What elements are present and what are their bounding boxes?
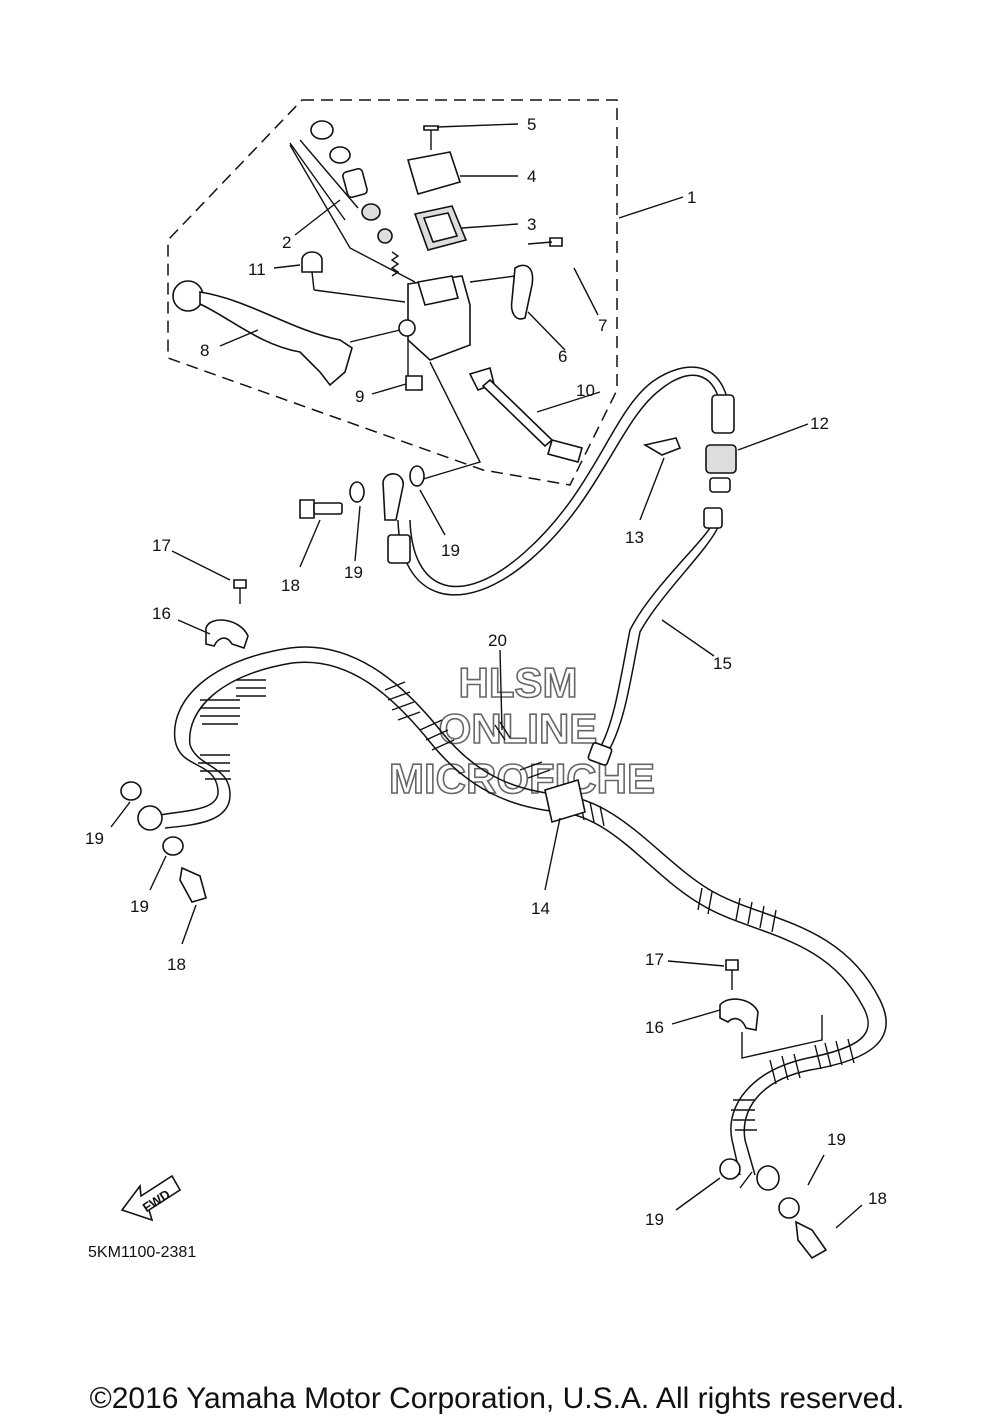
callout-11: 11: [248, 260, 266, 279]
callouts: 1 2 3 4 5 6 7 8 9 10 11 12 13 14 15 16 1…: [85, 115, 887, 1229]
callout-20: 20: [488, 631, 507, 650]
callout-2: 2: [282, 233, 291, 252]
callout-16a: 16: [152, 604, 171, 623]
svg-text:HLSM: HLSM: [459, 659, 578, 706]
callout-10: 10: [576, 381, 595, 400]
callout-1: 1: [687, 188, 696, 207]
callout-17b: 17: [645, 950, 664, 969]
callout-5: 5: [527, 115, 536, 134]
callout-4: 4: [527, 167, 536, 186]
callout-3: 3: [527, 215, 536, 234]
svg-text:MICROFICHE: MICROFICHE: [389, 755, 655, 802]
callout-19d: 19: [130, 897, 149, 916]
callout-14: 14: [531, 899, 550, 918]
brake-hoses: [137, 366, 887, 1191]
callout-19e: 19: [645, 1210, 664, 1229]
callout-15: 15: [713, 654, 732, 673]
watermark: HLSM ONLINE MICROFICHE: [388, 658, 656, 803]
copyright-notice: ©2016 Yamaha Motor Corporation, U.S.A. A…: [90, 1382, 905, 1415]
callout-19f: 19: [827, 1130, 846, 1149]
callout-18c: 18: [868, 1189, 887, 1208]
callout-19b: 19: [441, 541, 460, 560]
callout-13: 13: [625, 528, 644, 547]
callout-12: 12: [810, 414, 829, 433]
callout-19a: 19: [344, 563, 363, 582]
forward-arrow-icon: FWD: [120, 1174, 182, 1222]
assembly-boundary: [167, 99, 618, 486]
callout-18b: 18: [167, 955, 186, 974]
callout-6: 6: [558, 347, 567, 366]
callout-8: 8: [200, 341, 209, 360]
callout-18a: 18: [281, 576, 300, 595]
master-cylinder-group: [172, 120, 583, 481]
callout-19c: 19: [85, 829, 104, 848]
callout-16b: 16: [645, 1018, 664, 1037]
leader-lines: [110, 123, 863, 1229]
fasteners: [120, 465, 828, 1260]
callout-17a: 17: [152, 536, 171, 555]
diagram-code: 5KM1100-2381: [88, 1244, 196, 1261]
callout-7: 7: [598, 316, 607, 335]
callout-9: 9: [355, 387, 364, 406]
svg-text:ONLINE: ONLINE: [439, 705, 598, 752]
